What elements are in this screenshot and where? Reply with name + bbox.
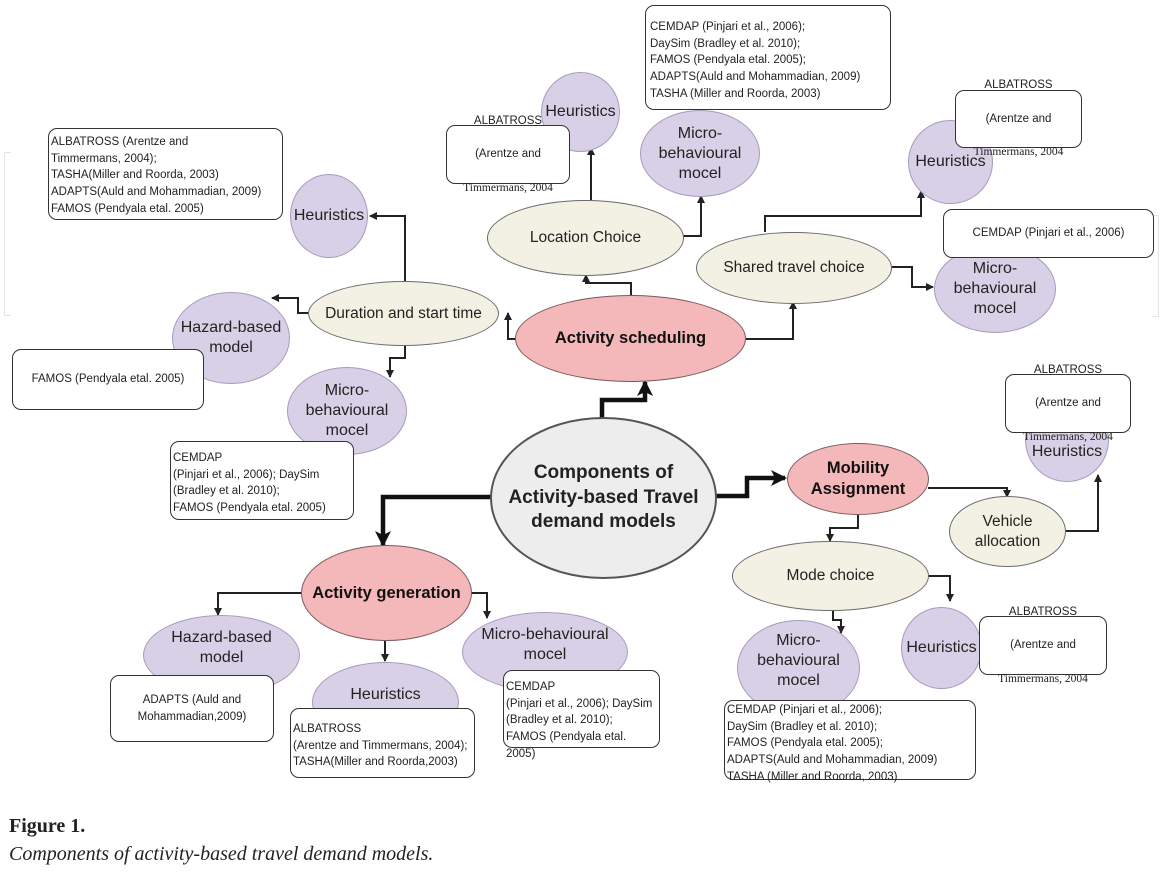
method-micro-duration[interactable]: Micro- behavioural mocel	[287, 367, 407, 455]
method-label-line-3: mocel	[777, 672, 820, 689]
method-label-line-2: behavioural	[757, 652, 840, 669]
ref-box-shared-micro: CEMDAP (Pinjari et al., 2006)	[943, 209, 1154, 258]
ref-line: Timmermans, 2004	[998, 672, 1088, 685]
choice-shared-travel[interactable]: Shared travel choice	[696, 232, 892, 304]
center-node[interactable]: Components of Activity-based Travel dema…	[490, 417, 717, 579]
ref-line: (Arentze and	[1035, 397, 1101, 410]
method-label: Heuristics	[1031, 443, 1103, 460]
method-label-line-1: Micro-	[677, 124, 723, 142]
method-heuristics-duration[interactable]: Heuristics	[290, 174, 368, 258]
method-heuristics-mode[interactable]: Heuristics	[901, 607, 982, 689]
choice-label-line-1: Vehicle	[982, 513, 1033, 531]
method-label-line-2: behavioural	[953, 280, 1037, 297]
ref-line: Timmermans, 2004	[463, 181, 553, 194]
category-activity-generation[interactable]: Activity generation	[301, 545, 472, 641]
ref-line: ALBATROSS	[1008, 605, 1078, 618]
edge-shared-heuristics	[764, 190, 925, 232]
ref-line: Timmermans, 2004	[1023, 430, 1113, 443]
ref-box-vehicle-heuristics: ALBATROSS (Arentze and Timmermans, 2004	[1005, 364, 1131, 443]
category-label: Activity scheduling	[554, 329, 707, 348]
edge-duration-heuristics	[369, 212, 406, 281]
method-label-line-2: model	[199, 649, 244, 666]
method-label: Heuristics	[915, 153, 986, 170]
method-label-line-3: mocel	[325, 422, 369, 439]
ref-box-duration-heuristics: ALBATROSS (Arentze and Timmermans, 2004)…	[48, 128, 283, 220]
ref-box-duration-micro: CEMDAP (Pinjari et al., 2006); DaySim (B…	[170, 441, 354, 520]
method-label: Heuristics	[906, 639, 977, 656]
method-micro-location[interactable]: Micro- behavioural mocel	[640, 110, 760, 197]
category-activity-scheduling[interactable]: Activity scheduling	[515, 295, 746, 382]
category-mobility-assignment[interactable]: Mobility Assignment	[787, 443, 929, 515]
choice-label: Mode choice	[786, 567, 875, 585]
method-micro-shared[interactable]: Micro- behavioural mocel	[934, 245, 1056, 333]
choice-duration-start-time[interactable]: Duration and start time	[308, 281, 499, 346]
ref-line: (Arentze and	[1010, 639, 1076, 652]
method-label-line-3: mocel	[678, 164, 722, 182]
edge-generation-hazard	[214, 592, 302, 616]
ref-box-generation-micro: CEMDAP (Pinjari et al., 2006); DaySim (B…	[503, 670, 660, 760]
edge-shared-micro	[891, 266, 934, 291]
choice-label: Shared travel choice	[723, 259, 865, 277]
ref-line: (Arentze and	[985, 112, 1052, 125]
ref-box-shared-heuristics: ALBATROSS (Arentze and Timmermans, 2004	[955, 79, 1082, 158]
ref-box-generation-hazard: ADAPTS (Auld and Mohammadian,2009)	[110, 675, 274, 742]
edge-scheduling-location	[582, 274, 632, 296]
choice-mode[interactable]: Mode choice	[732, 541, 929, 611]
ref-line: ALBATROSS	[473, 114, 543, 127]
category-label: Activity generation	[312, 583, 461, 602]
edge-vehicle-heuristics	[1065, 474, 1102, 532]
choice-label: Location Choice	[529, 229, 642, 247]
ref-box-generation-heuristics: ALBATROSS (Arentze and Timmermans, 2004)…	[290, 708, 475, 778]
figure-label: Figure 1.	[9, 815, 86, 837]
center-line-1: Components of	[533, 461, 674, 483]
edge-center-scheduling	[599, 380, 653, 420]
ref-box-location-heuristics: ALBATROSS (Arentze and Timmermans, 2004	[446, 115, 570, 194]
ref-line: (Arentze and	[475, 148, 541, 161]
edge-mobility-mode	[826, 515, 859, 542]
edge-center-generation	[375, 494, 493, 547]
figure-caption: Components of activity-based travel dema…	[9, 843, 434, 865]
choice-label: Duration and start time	[325, 304, 482, 322]
edge-generation-micro	[471, 592, 491, 619]
edge-location-micro	[683, 195, 705, 237]
center-line-3: demand models	[531, 511, 676, 533]
edge-duration-micro	[386, 345, 406, 378]
ref-line: ALBATROSS	[1033, 363, 1103, 376]
method-label-line-2: behavioural	[658, 144, 742, 162]
left-edge-mark	[4, 152, 11, 316]
category-label-line-2: Assignment	[810, 480, 906, 498]
edge-mobility-vehicle	[928, 487, 1011, 498]
method-label-line-3: mocel	[973, 300, 1017, 317]
method-label-line-1: Hazard-based	[171, 629, 272, 646]
edge-scheduling-shared	[745, 301, 797, 340]
ref-line: ALBATROSS	[984, 79, 1053, 92]
ref-line: Timmermans, 2004	[973, 146, 1064, 159]
choice-vehicle-allocation[interactable]: Vehicle allocation	[949, 496, 1066, 567]
method-label: Heuristics	[293, 207, 365, 224]
ref-box-duration-hazard: FAMOS (Pendyala etal. 2005)	[12, 349, 204, 410]
method-label: Heuristics	[350, 686, 421, 703]
method-label-line-1: Hazard-based	[180, 319, 282, 336]
method-label-line-2: behavioural	[305, 402, 389, 419]
diagram-canvas: Components of Activity-based Travel dema…	[4, 5, 1159, 783]
center-line-2: Activity-based Travel	[508, 486, 699, 508]
method-label-line-1: Micro-	[776, 632, 821, 649]
method-label: Heuristics	[545, 103, 616, 120]
category-label-line-1: Mobility	[826, 459, 890, 478]
right-edge-mark	[1152, 215, 1159, 317]
ref-box-mode-micro: CEMDAP (Pinjari et al., 2006); DaySim (B…	[724, 700, 976, 783]
method-label-line-2: model	[209, 339, 253, 356]
method-label-line-2: mocel	[523, 646, 567, 663]
method-label-line-1: Micro-	[972, 260, 1018, 277]
ref-box-mode-heuristics: ALBATROSS (Arentze and Timmermans, 2004	[979, 606, 1107, 685]
edge-mode-heuristics	[928, 575, 954, 602]
ref-box-location-micro: CEMDAP (Pinjari et al., 2006); DaySim (B…	[645, 5, 891, 110]
choice-location[interactable]: Location Choice	[487, 200, 684, 276]
edge-center-mobility	[716, 470, 787, 499]
method-label-line-1: Micro-	[324, 382, 370, 399]
choice-label-line-2: allocation	[974, 532, 1041, 550]
method-label-line-1: Micro-behavioural	[481, 626, 609, 643]
